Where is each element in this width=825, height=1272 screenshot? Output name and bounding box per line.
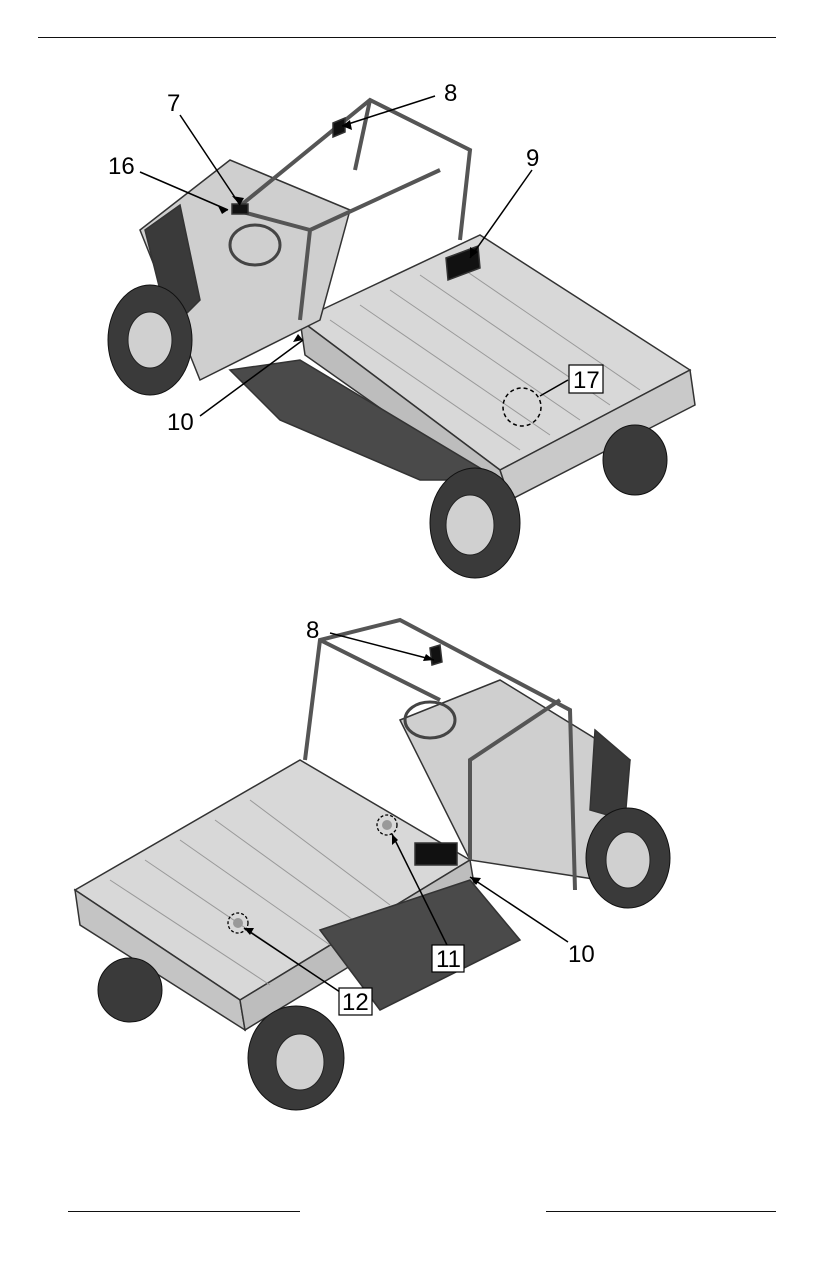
callout-8: 8 <box>306 617 319 644</box>
leader-lines <box>139 95 569 417</box>
callout-12-box <box>338 987 373 1016</box>
decal-11-marker <box>376 814 398 836</box>
leader-lines <box>243 632 569 993</box>
footer-rule-right <box>546 1211 776 1212</box>
wheel-rear-right <box>602 424 668 496</box>
decal-17-marker <box>502 387 542 427</box>
callout-8: 8 <box>444 80 457 107</box>
callout-17: 17 <box>573 367 600 394</box>
callout-11-box <box>431 944 465 973</box>
callout-10: 10 <box>167 409 194 436</box>
callout-9: 9 <box>526 145 539 172</box>
wheel-front-left <box>107 284 193 396</box>
vehicle-body <box>73 617 631 1032</box>
arrowheads <box>218 120 478 342</box>
wheel-rear-left <box>97 957 163 1023</box>
vehicle-illustration-rear-view: 8 11 10 12 <box>73 617 671 1111</box>
callout-12: 12 <box>342 989 369 1016</box>
wheel-rear-right <box>247 1005 345 1111</box>
footer-rule-left <box>68 1211 300 1212</box>
callout-17-box <box>568 364 604 394</box>
callout-10: 10 <box>568 941 595 968</box>
wheel-rear-left <box>429 467 521 579</box>
callout-7: 7 <box>167 90 180 117</box>
decal-12-marker <box>227 912 249 934</box>
wheel-front-right <box>585 807 671 909</box>
callout-16: 16 <box>108 153 135 180</box>
arrowheads <box>244 654 481 935</box>
header-rule <box>38 37 776 38</box>
vehicle-illustration-front-view: 7 8 16 9 10 17 <box>107 80 696 579</box>
callout-11: 11 <box>436 946 461 973</box>
